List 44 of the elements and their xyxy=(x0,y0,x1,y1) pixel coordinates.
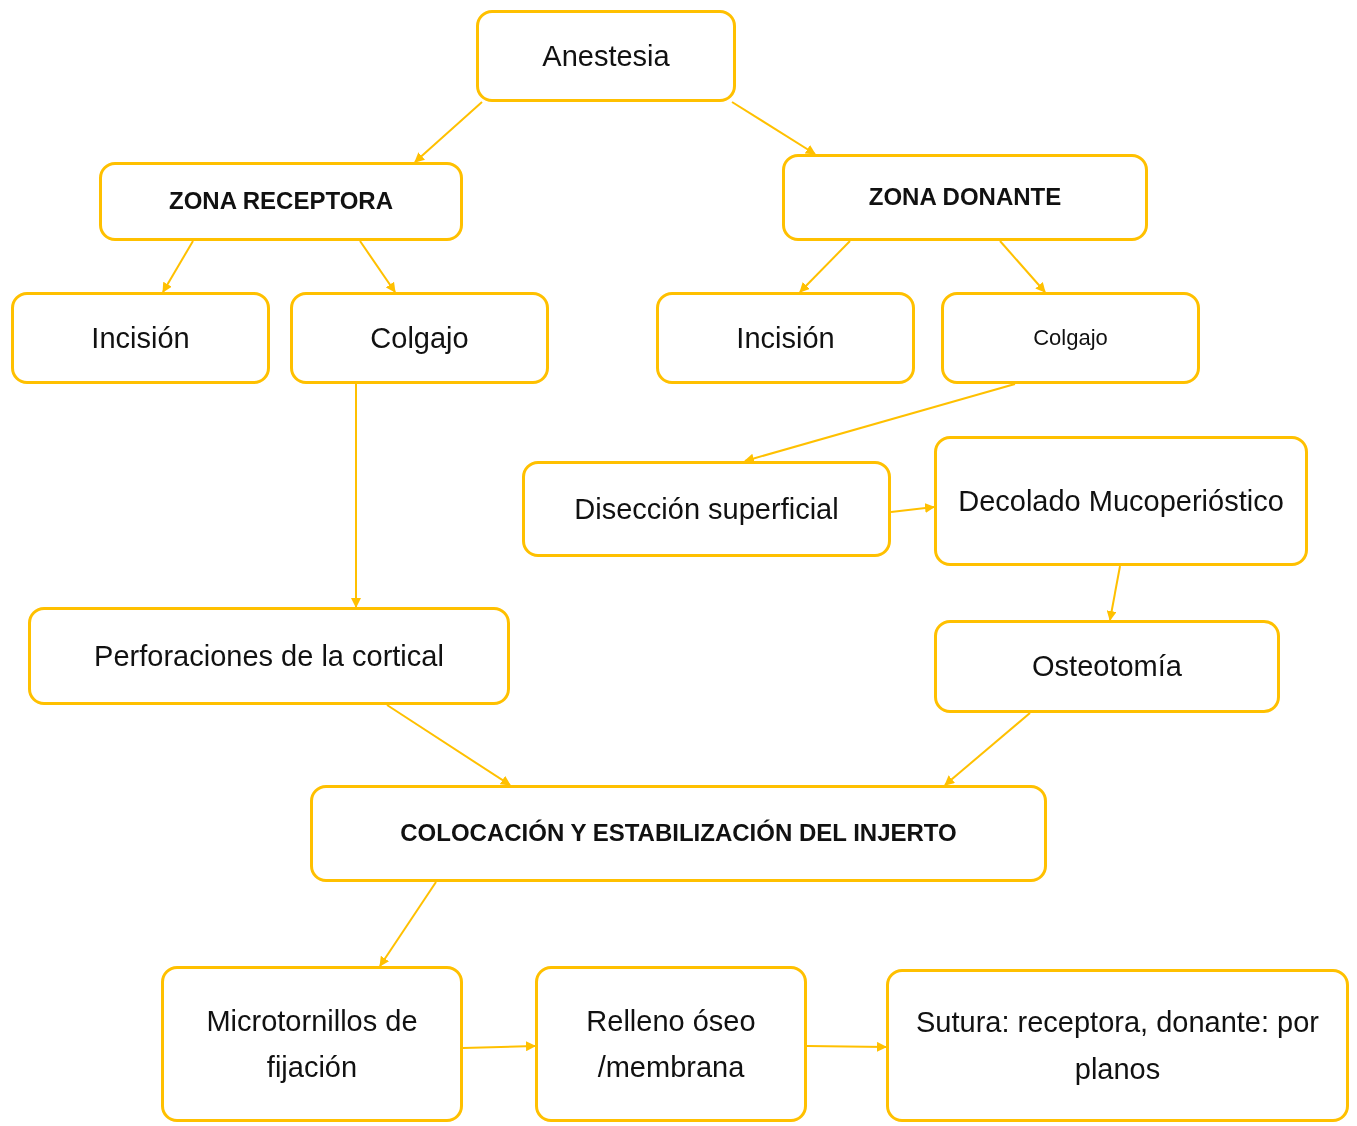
process-box xyxy=(934,436,1308,566)
arrow xyxy=(999,240,1046,293)
arrow xyxy=(162,240,194,293)
box-label: ZONA RECEPTORA xyxy=(169,186,393,217)
box-label: Colgajo xyxy=(370,320,469,356)
arrow xyxy=(799,240,851,293)
arrow xyxy=(386,704,511,786)
process-box xyxy=(886,969,1349,1122)
process-box xyxy=(290,292,549,384)
arrow xyxy=(359,240,396,293)
arrow xyxy=(1106,565,1121,621)
arrow xyxy=(944,712,1031,786)
process-box xyxy=(934,620,1280,713)
box-label: Disección superficial xyxy=(574,491,839,527)
box-label: Anestesia xyxy=(542,38,670,74)
process-box xyxy=(941,292,1200,384)
box-label: Decolado Mucoperióstico xyxy=(958,483,1284,519)
arrow xyxy=(351,383,361,608)
arrow xyxy=(462,1041,536,1052)
box-label: COLOCACIÓN Y ESTABILIZACIÓN DEL INJERTO xyxy=(400,818,957,849)
box-label: Osteotomía xyxy=(1032,649,1182,685)
process-box xyxy=(535,966,807,1122)
arrow xyxy=(731,101,816,155)
box-label: ZONA DONANTE xyxy=(868,182,1062,213)
box-label: Incisión xyxy=(736,320,835,356)
box-label: Incisión xyxy=(91,320,190,356)
box-label: Relleno óseo /membrana xyxy=(585,1003,757,1085)
process-box xyxy=(476,10,736,102)
process-box xyxy=(28,607,510,705)
arrow xyxy=(890,503,935,513)
arrow xyxy=(414,101,483,163)
process-box xyxy=(782,154,1148,241)
arrow xyxy=(806,1041,887,1052)
process-box xyxy=(11,292,270,384)
process-box xyxy=(310,785,1047,882)
box-label: Sutura: receptora, donante: por planos xyxy=(914,1005,1320,1087)
box-label: Microtornillos de fijación xyxy=(205,1003,419,1085)
process-box xyxy=(161,966,463,1122)
box-label: Perforaciones de la cortical xyxy=(94,638,444,674)
arrow xyxy=(379,881,437,967)
box-label: Colgajo xyxy=(1033,324,1108,353)
process-box xyxy=(99,162,463,241)
process-box xyxy=(656,292,915,384)
process-box xyxy=(522,461,891,557)
